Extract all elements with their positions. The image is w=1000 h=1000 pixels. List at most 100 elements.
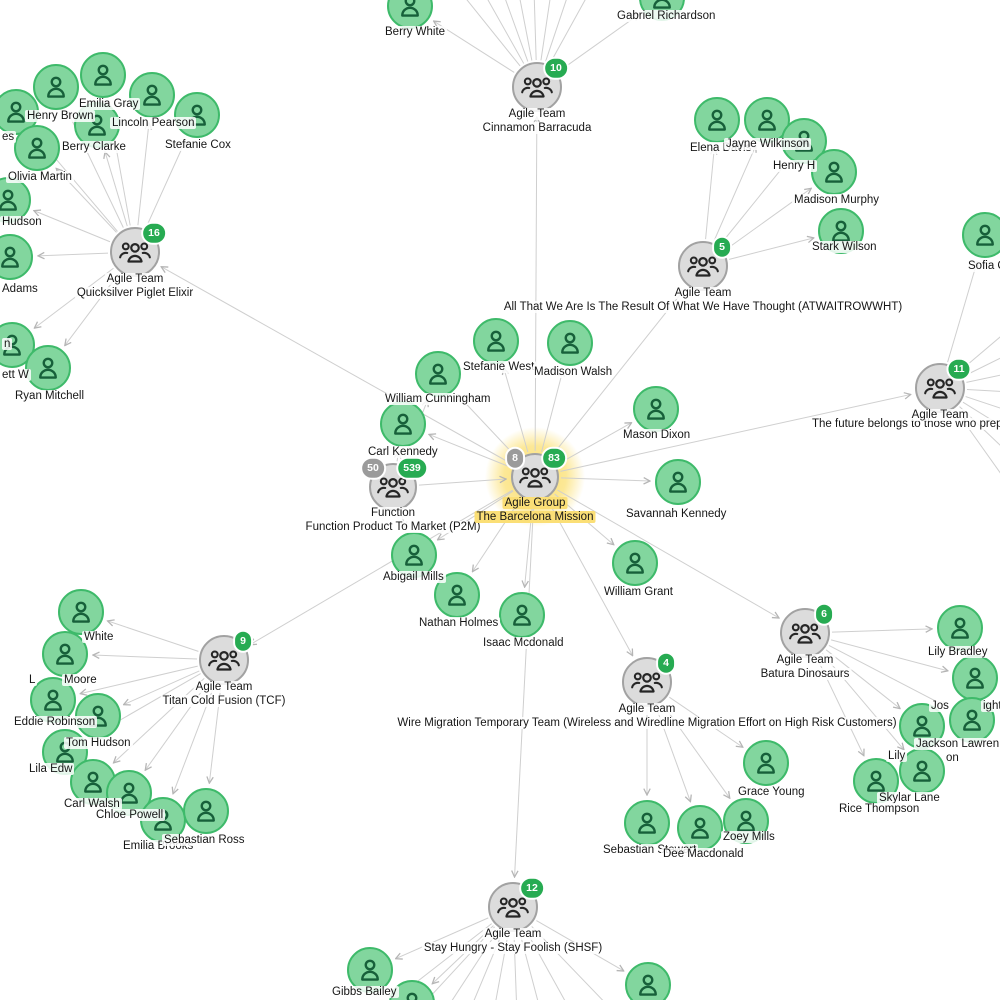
person-node-dee_macdonald[interactable] xyxy=(677,805,723,851)
edge xyxy=(547,499,632,656)
edge xyxy=(515,502,535,877)
edge xyxy=(80,665,198,693)
person-node-isaac_mcdonald[interactable] xyxy=(499,592,545,638)
edge xyxy=(831,629,932,632)
team-icon xyxy=(519,467,551,488)
team-node-cb[interactable] xyxy=(512,62,562,112)
person-node-zoey_mills[interactable] xyxy=(723,798,769,844)
person-node-jackson_lawren_a[interactable] xyxy=(949,697,995,743)
person-node-carl_kennedy[interactable] xyxy=(380,401,426,447)
person-icon xyxy=(72,601,90,623)
person-icon xyxy=(3,334,21,356)
person-node-elena_davis[interactable] xyxy=(694,97,740,143)
person-icon xyxy=(757,752,775,774)
person-node-mason_dixon[interactable] xyxy=(633,386,679,432)
person-node-tl_h[interactable] xyxy=(0,177,31,223)
team-node-qs[interactable] xyxy=(110,227,160,277)
edge xyxy=(519,0,533,61)
person-node-tom_hudson[interactable] xyxy=(75,693,121,739)
team-node-tcf[interactable] xyxy=(199,635,249,685)
person-node-nathan_holmes[interactable] xyxy=(434,572,480,618)
edge xyxy=(545,0,567,62)
person-icon xyxy=(448,584,466,606)
person-node-tl_b[interactable] xyxy=(33,64,79,110)
team-node-bat[interactable] xyxy=(780,608,830,658)
team-icon xyxy=(789,623,821,644)
team-node-shsf[interactable] xyxy=(488,882,538,932)
person-node-tl_f[interactable] xyxy=(74,102,120,148)
person-node-william_cunningham[interactable] xyxy=(415,351,461,397)
edge xyxy=(825,649,900,709)
edge xyxy=(541,370,563,452)
person-icon xyxy=(653,0,671,9)
person-node-stefanie_west[interactable] xyxy=(473,318,519,364)
person-node-madison_murphy[interactable] xyxy=(811,149,857,195)
edge xyxy=(429,434,512,468)
edge xyxy=(960,336,1000,371)
edge xyxy=(816,657,864,755)
edge xyxy=(466,0,521,67)
edge xyxy=(557,423,632,465)
edge xyxy=(209,686,222,783)
person-icon xyxy=(513,604,531,626)
edge xyxy=(487,0,525,64)
person-node-sofia_c[interactable] xyxy=(962,212,1000,258)
person-node-moore[interactable] xyxy=(42,631,88,677)
edge xyxy=(65,273,120,346)
person-node-jos_ight[interactable] xyxy=(952,655,998,701)
person-node-william_grant[interactable] xyxy=(612,540,658,586)
person-node-rice_thompson[interactable] xyxy=(853,758,899,804)
person-node-white[interactable] xyxy=(58,589,104,635)
person-icon xyxy=(44,689,62,711)
edge xyxy=(519,932,539,1000)
edge xyxy=(965,396,1000,409)
person-node-sebastian_stewart[interactable] xyxy=(624,800,670,846)
edge xyxy=(108,621,199,652)
edge xyxy=(434,21,515,73)
person-icon xyxy=(708,109,726,131)
edge xyxy=(828,645,947,707)
person-icon xyxy=(737,810,755,832)
edge xyxy=(947,262,977,363)
person-node-skylar_lane[interactable] xyxy=(899,748,945,794)
team-node-atw[interactable] xyxy=(678,241,728,291)
edge xyxy=(560,394,910,472)
person-node-madison_walsh[interactable] xyxy=(547,320,593,366)
edge xyxy=(724,188,811,251)
team-node-wire[interactable] xyxy=(622,657,672,707)
person-node-ryan_mitchell[interactable] xyxy=(25,345,71,391)
edge xyxy=(396,917,489,959)
person-node-savannah_kennedy[interactable] xyxy=(655,459,701,505)
edge xyxy=(966,374,1000,383)
person-node-partial_bottom_right[interactable] xyxy=(625,962,671,1000)
person-node-grace_young[interactable] xyxy=(743,740,789,786)
person-node-sebastian_ross[interactable] xyxy=(183,788,229,834)
person-icon xyxy=(39,357,57,379)
person-icon xyxy=(361,959,379,981)
person-node-tl_c[interactable] xyxy=(80,52,126,98)
person-icon xyxy=(825,161,843,183)
edge xyxy=(505,0,529,62)
person-node-abigail_mills[interactable] xyxy=(391,532,437,578)
person-icon xyxy=(639,974,657,996)
person-node-eddie_robinson[interactable] xyxy=(30,677,76,723)
person-node-gibbs_bailey[interactable] xyxy=(347,947,393,993)
edge xyxy=(662,703,730,798)
team-node-fut[interactable] xyxy=(915,363,965,413)
edge xyxy=(963,357,1000,377)
team-node-fn[interactable] xyxy=(369,463,417,511)
person-node-tl_g[interactable] xyxy=(14,125,60,171)
person-icon xyxy=(913,715,931,737)
edge xyxy=(729,238,814,260)
person-node-tl_d[interactable] xyxy=(129,72,175,118)
person-node-tl_e[interactable] xyxy=(174,92,220,138)
person-node-lily_bradley[interactable] xyxy=(937,605,983,651)
person-node-stark_wilson[interactable] xyxy=(818,208,864,254)
person-node-emilia_brooks[interactable] xyxy=(140,797,186,843)
person-node-jackson_lawren_b[interactable] xyxy=(899,703,945,749)
person-icon xyxy=(394,413,412,435)
edge xyxy=(93,655,198,660)
person-icon xyxy=(56,741,74,763)
group-node-bcn[interactable] xyxy=(511,453,559,501)
